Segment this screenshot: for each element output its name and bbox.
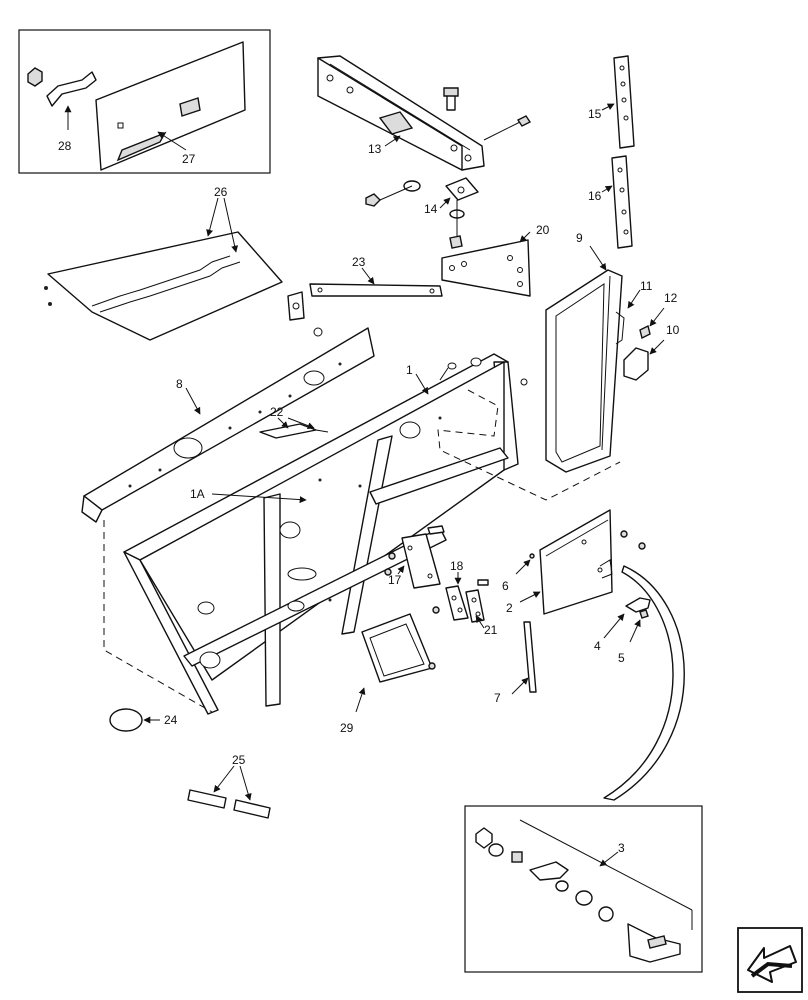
strap-15 [613,55,635,149]
hardware-14 [365,87,532,249]
arrow-left-icon [747,945,797,983]
nut-28 [27,67,43,87]
detail-panel-3 [464,805,703,973]
callout-1a: 1A [190,487,205,501]
small-plate [287,291,305,321]
callout-17: 17 [388,573,402,587]
bolt-12 [639,324,651,340]
callout-1: 1 [406,363,413,377]
side-panel-9 [545,269,623,473]
callout-10: 10 [666,323,680,337]
plate-17 [384,525,445,589]
rod-7 [523,621,537,693]
plate-20 [441,239,531,297]
callout-24: 24 [164,713,178,727]
callout-9: 9 [576,231,583,245]
callout-22: 22 [270,405,284,419]
sheet-26 [44,231,283,341]
callout-18: 18 [450,559,464,573]
callout-7: 7 [494,691,501,705]
callout-13: 13 [368,142,382,156]
callout-28: 28 [58,139,72,153]
detail-connector-band [603,565,685,801]
latch-4 [625,597,651,613]
pins-25 [187,789,271,819]
plate-21 [465,579,489,623]
callout-16: 16 [588,189,602,203]
nav-back-button[interactable] [737,927,803,993]
callout-6: 6 [502,579,509,593]
callout-4: 4 [594,639,601,653]
callout-5: 5 [618,651,625,665]
callout-21: 21 [484,623,498,637]
callout-12: 12 [664,291,678,305]
callout-20: 20 [536,223,550,237]
cover-sheet-27 [95,41,246,171]
callout-29: 29 [340,721,354,735]
inset-panel-27-28: 28 27 [18,29,271,174]
callout-11: 11 [640,279,653,293]
beam-8 [81,327,375,523]
block-10 [623,347,649,381]
dashed-outline-right [437,389,621,501]
main-frame-1 [123,327,528,715]
plate-18 [432,585,469,621]
cover-2 [539,509,646,615]
callout-14: 14 [424,202,438,216]
callout-3: 3 [618,841,625,855]
callout-26: 26 [214,185,228,199]
callout-15: 15 [588,107,602,121]
callout-25: 25 [232,753,246,767]
callout-2: 2 [506,601,513,615]
callout-27: 27 [182,152,196,166]
callout-23: 23 [352,255,366,269]
plug-24 [109,708,143,732]
strap-16 [611,155,633,249]
plate-29 [361,613,436,683]
callout-8: 8 [176,377,183,391]
support-bracket-13 [317,55,485,171]
bracket-28 [46,71,97,107]
bracket-11 [615,311,625,345]
strap-23 [309,283,443,297]
bolt-5 [639,609,649,619]
pin-6 [529,553,535,559]
